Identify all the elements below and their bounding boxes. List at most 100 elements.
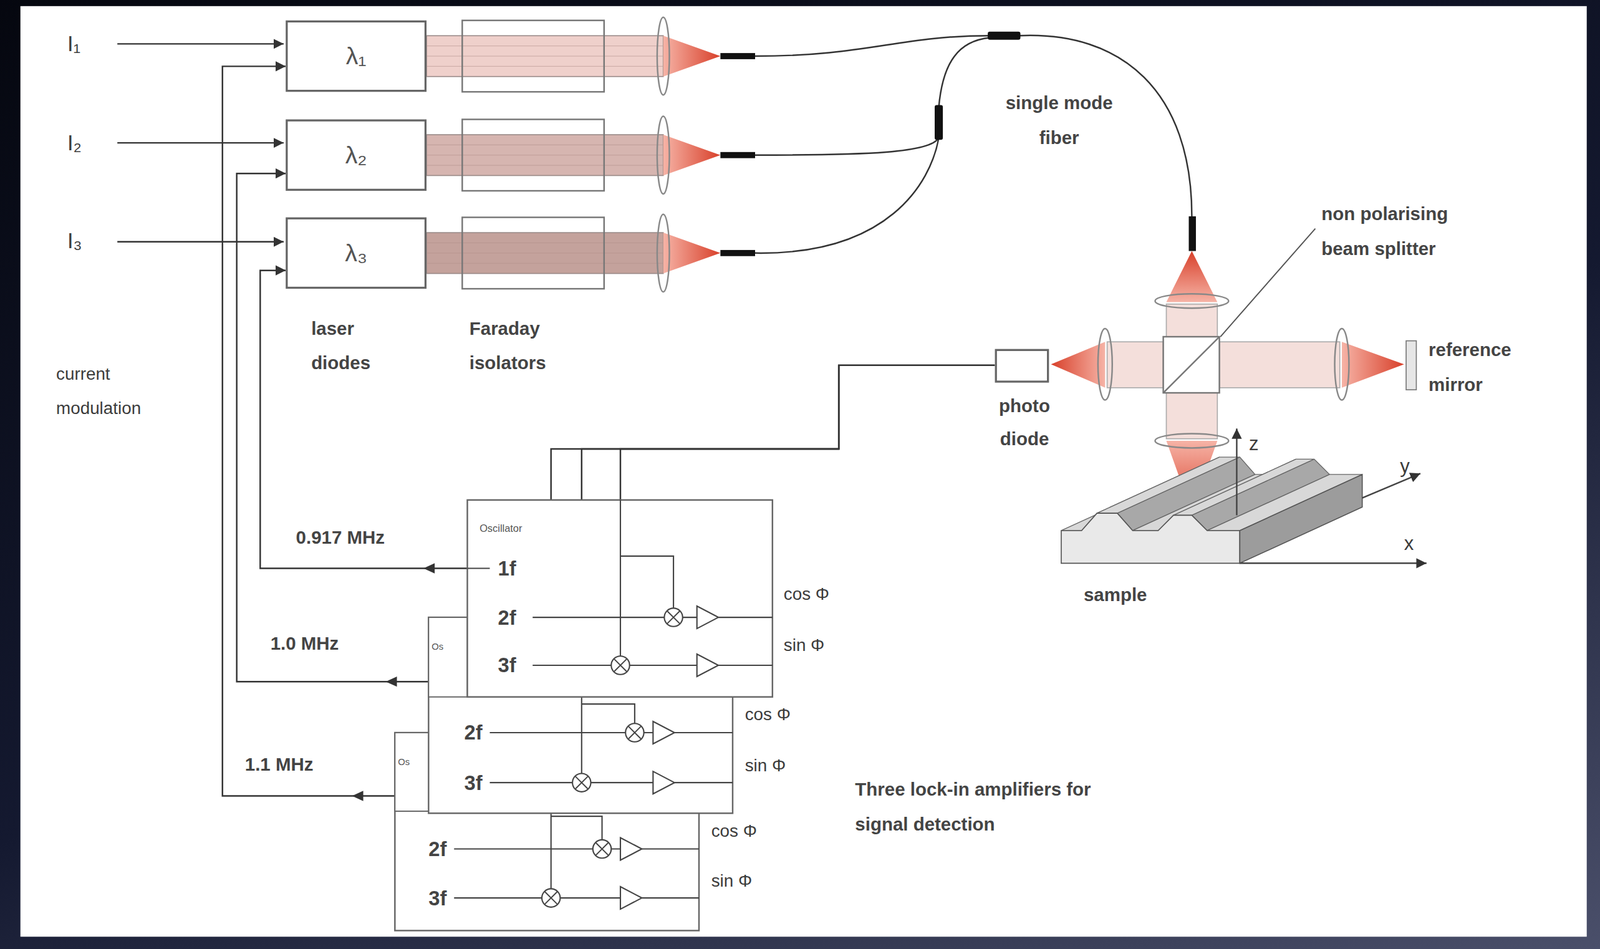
wavelength-label: λ₃ xyxy=(344,238,368,268)
amplifier-symbol xyxy=(697,654,719,677)
faraday-isolator xyxy=(462,119,604,191)
lock-in-box: 2f3fOs xyxy=(394,732,699,931)
laser-diode-box: λ₁ xyxy=(285,20,427,93)
caption-note: Three lock-in amplifiers for signal dete… xyxy=(854,772,1105,842)
oscillator-label: Oscillator xyxy=(479,522,522,534)
lens xyxy=(657,214,670,292)
beam-tube xyxy=(1166,304,1218,337)
output-label: sin Φ xyxy=(745,748,787,784)
fiber-connector xyxy=(720,53,756,60)
frequency-label: 1.1 MHz xyxy=(245,746,314,782)
modulation-line xyxy=(236,173,429,682)
lock-in-box xyxy=(467,500,773,698)
faraday-isolator xyxy=(462,20,604,93)
mixer-cross xyxy=(596,843,609,856)
focus-cone xyxy=(1051,341,1106,388)
frequency-label: 0.917 MHz xyxy=(296,520,385,556)
node-label: Os xyxy=(397,756,410,767)
output-label: sin Φ xyxy=(711,864,753,900)
amplifier-symbol xyxy=(620,886,642,910)
oscillator-box xyxy=(428,617,468,698)
fiber-coupler xyxy=(934,105,943,141)
single-mode-fiber xyxy=(1018,35,1192,217)
lens xyxy=(1154,293,1229,309)
axis-label: y xyxy=(1399,448,1410,484)
sample-block xyxy=(1061,457,1363,564)
amplifier-symbol xyxy=(620,838,642,861)
wavelength-label: λ₂ xyxy=(345,140,368,170)
photodiode-box: photo diode xyxy=(995,349,1050,383)
part-label: sample xyxy=(1083,577,1148,613)
modulation-label: current modulation xyxy=(56,357,171,427)
sample-front xyxy=(1061,513,1240,564)
current-label: I₁ xyxy=(67,26,81,62)
signal-wire xyxy=(581,703,635,724)
fiber-end xyxy=(1188,216,1196,252)
part-label: single mode fiber xyxy=(995,85,1124,155)
axis-label: x xyxy=(1404,526,1415,562)
part-label: non polarising beam splitter xyxy=(1321,197,1485,267)
lock-in-box: Oscillator1f2f3f xyxy=(467,500,773,698)
laser-diode-box: λ₃ xyxy=(285,217,427,290)
modulation-line xyxy=(260,270,468,569)
amplifier-symbol xyxy=(652,721,675,744)
node-label: Os xyxy=(431,641,444,652)
single-mode-fiber xyxy=(939,38,991,108)
mixer-cross xyxy=(544,891,558,905)
reference-mirror xyxy=(1406,341,1417,391)
lens xyxy=(1098,328,1113,401)
current-label: I₃ xyxy=(67,223,83,259)
focus-cone xyxy=(663,232,721,274)
oscillator-box: Os xyxy=(394,732,430,812)
mixer-symbol xyxy=(611,655,630,675)
white-panel xyxy=(20,6,1587,937)
node-label: 3f xyxy=(464,771,483,796)
direction-arrow xyxy=(423,563,435,574)
focus-cone xyxy=(663,35,721,77)
signal-wire xyxy=(619,500,622,656)
x-axis xyxy=(1239,562,1427,564)
mixer-symbol xyxy=(664,607,683,627)
output-label: cos Φ xyxy=(783,577,830,613)
mixer-symbol xyxy=(592,839,612,858)
leader-line xyxy=(1220,228,1316,337)
signal-wire xyxy=(490,781,733,784)
lock-in-box: 2f3fOs xyxy=(428,617,733,814)
sample-side xyxy=(1239,474,1362,564)
focus-cone xyxy=(663,134,721,176)
direction-arrow xyxy=(385,676,398,687)
mixer-cross xyxy=(614,659,627,672)
axis-label: z xyxy=(1248,426,1259,462)
signal-wire xyxy=(453,897,699,899)
output-label: cos Φ xyxy=(745,697,791,733)
current-arrow xyxy=(117,142,284,144)
signal-wire xyxy=(467,567,491,569)
current-arrow xyxy=(117,241,284,243)
signal-wire xyxy=(620,556,674,608)
mixer-symbol xyxy=(572,773,591,792)
signal-wire xyxy=(551,816,603,840)
lock-in-amplifiers xyxy=(394,500,772,931)
splitter-diagonal xyxy=(1163,336,1220,393)
lens xyxy=(657,17,670,95)
output-label: cos Φ xyxy=(711,814,757,850)
single-mode-fiber xyxy=(755,137,940,156)
lens xyxy=(1334,328,1350,401)
fiber-connector xyxy=(720,250,756,257)
mixer-cross xyxy=(628,726,641,739)
amplifier-symbol xyxy=(652,771,675,794)
beam-tube xyxy=(1107,341,1164,388)
node-label: 1f xyxy=(498,557,517,582)
mixer-symbol xyxy=(541,888,560,907)
signal-wire xyxy=(453,848,699,850)
part-label: laser diodes xyxy=(311,311,393,381)
part-label: reference mirror xyxy=(1428,332,1557,402)
y-axis xyxy=(1362,473,1421,498)
oscillator-box xyxy=(394,732,430,812)
signal-line xyxy=(620,365,996,501)
oscillator-box: Os xyxy=(428,617,468,698)
signal-wire xyxy=(532,664,773,666)
